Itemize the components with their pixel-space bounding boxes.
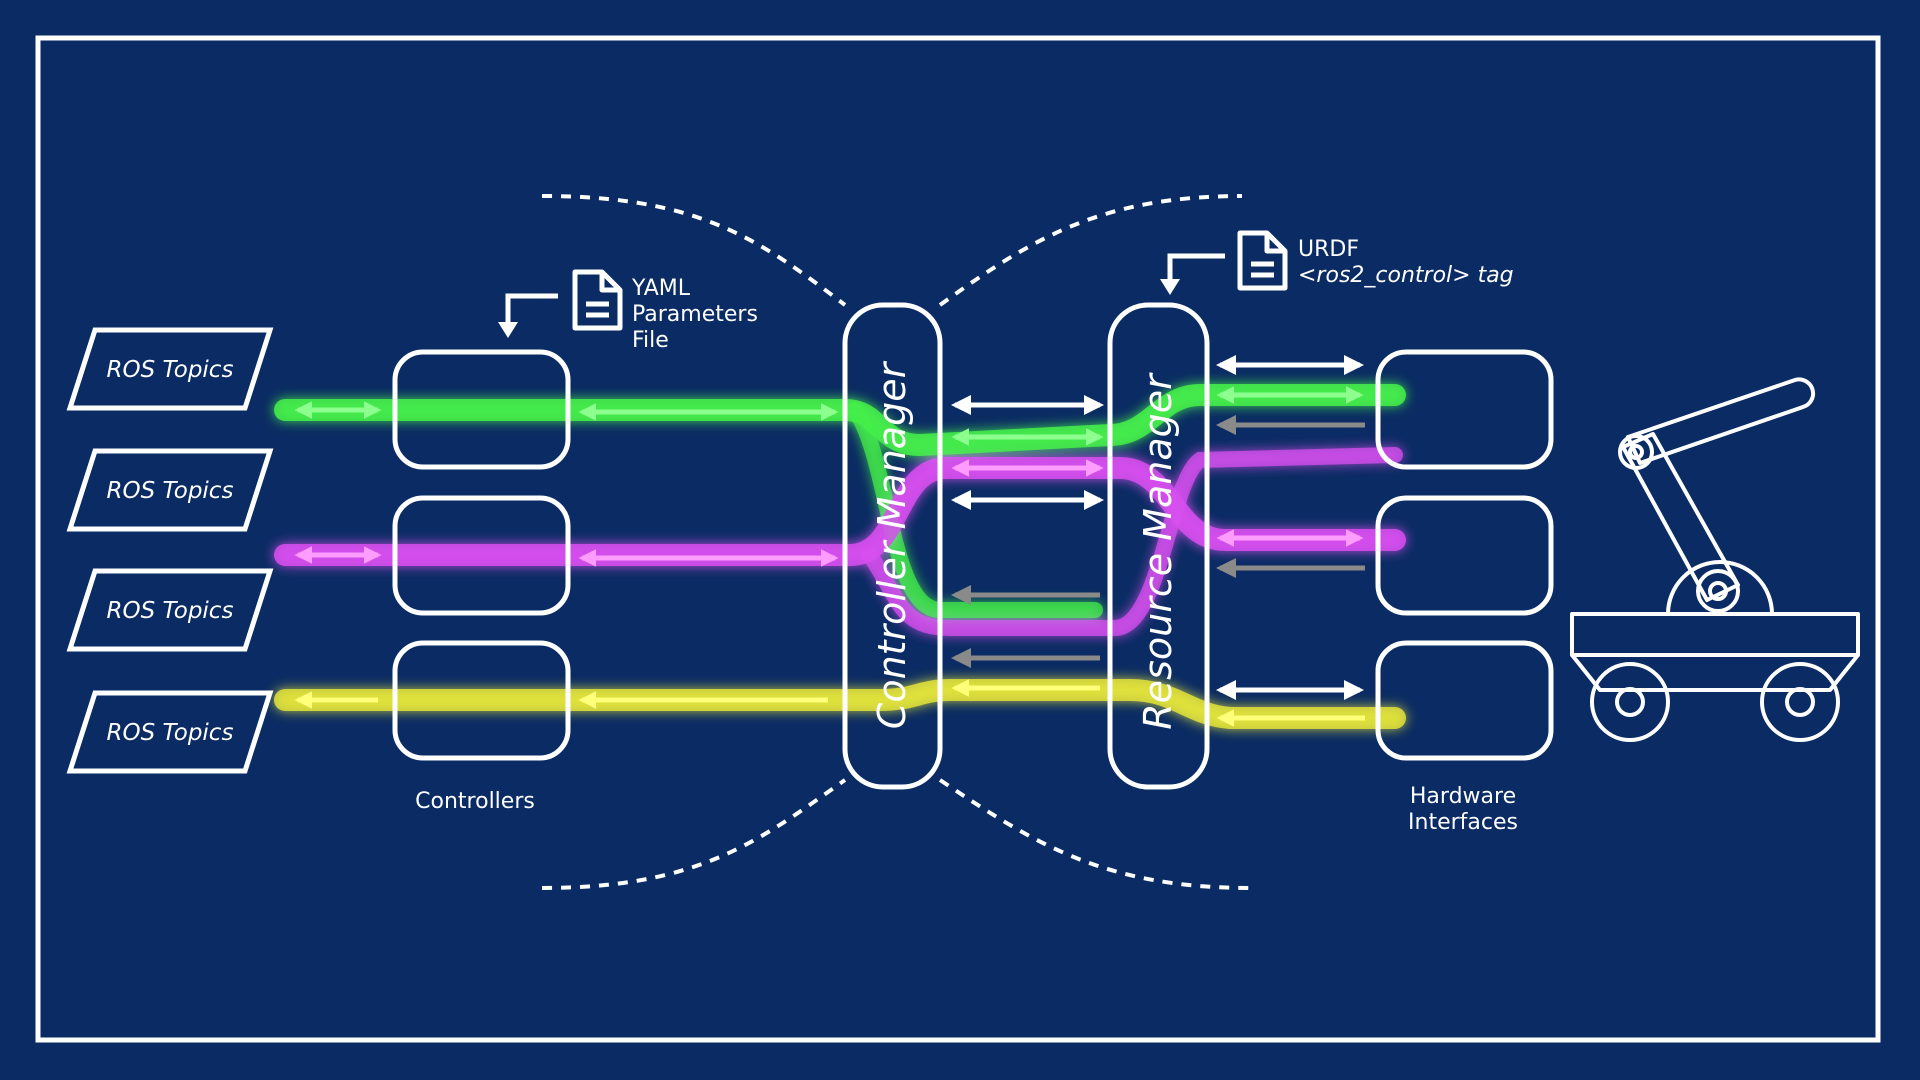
magenta-flow — [274, 457, 1406, 566]
yaml-file: YAML Parameters File — [498, 269, 758, 353]
data-flows — [274, 384, 1406, 729]
yaml-line-2: Parameters — [632, 302, 758, 327]
resource-manager: Resource Manager — [1107, 302, 1210, 790]
ros-topic-4: ROS Topics — [66, 690, 274, 774]
yaml-line-1: YAML — [631, 276, 691, 301]
arrows — [294, 355, 1365, 727]
urdf-line-2: <ros2_control> tag — [1298, 263, 1514, 288]
urdf-line-1: URDF — [1298, 237, 1359, 262]
urdf-file: URDF <ros2_control> tag — [1160, 230, 1514, 295]
magenta-flow-branch — [862, 447, 1403, 636]
resource-manager-label: Resource Manager — [1136, 372, 1180, 730]
yellow-flow — [274, 679, 1406, 729]
frame-border — [35, 35, 1881, 1043]
document-icon — [1237, 230, 1288, 291]
hardware-box-3 — [1375, 640, 1554, 761]
yaml-line-3: File — [632, 328, 669, 353]
ros-topic-label: ROS Topics — [107, 478, 234, 504]
document-icon — [572, 269, 623, 331]
controllers-group — [392, 349, 571, 761]
controller-manager-label: Controller Manager — [870, 360, 914, 729]
ros-topic-3: ROS Topics — [66, 568, 274, 652]
ros-topic-label: ROS Topics — [107, 720, 234, 746]
dashed-boundary — [541, 194, 1251, 890]
ros-topic-label: ROS Topics — [107, 598, 234, 624]
hardware-interfaces-group — [1375, 349, 1554, 761]
hardware-box-1 — [1375, 349, 1554, 470]
urdf-pointer-arrow — [1167, 253, 1225, 285]
ros-topics-group: ROS Topics ROS Topics ROS Topics ROS Top… — [66, 327, 274, 774]
hardware-box-2 — [1375, 495, 1554, 616]
green-flow — [274, 384, 1406, 457]
hardware-label-line-2: Interfaces — [1408, 810, 1518, 835]
ros-topic-2: ROS Topics — [66, 448, 274, 532]
ros-topic-label: ROS Topics — [107, 357, 234, 383]
controller-box-3 — [392, 640, 571, 761]
yaml-pointer-arrow — [505, 293, 558, 330]
controller-box-1 — [392, 349, 571, 470]
controller-box-2 — [392, 495, 571, 616]
controller-manager: Controller Manager — [842, 302, 943, 790]
controllers-label: Controllers — [415, 789, 535, 814]
ros-topic-1: ROS Topics — [66, 327, 274, 411]
hardware-label-line-1: Hardware — [1410, 784, 1516, 809]
robot-arm-cart-icon — [1570, 377, 1860, 742]
